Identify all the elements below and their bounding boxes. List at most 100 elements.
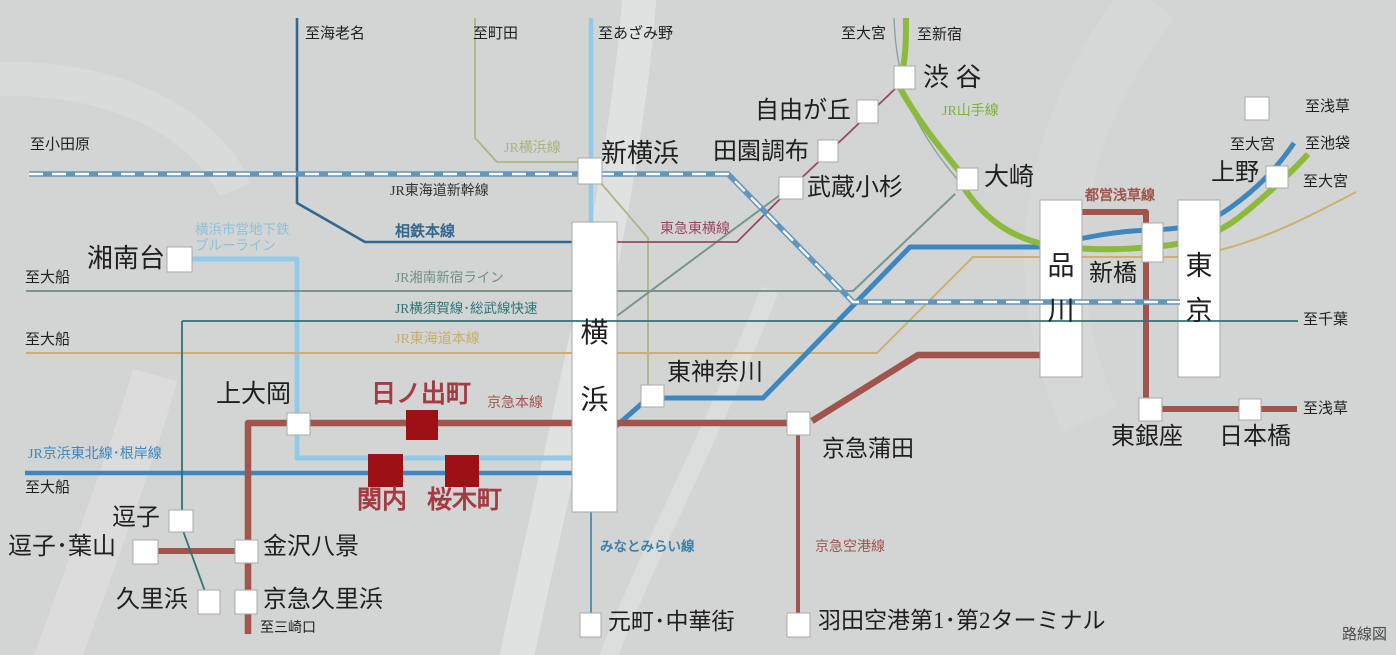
line-label-jr-yamanote: JR山手線 bbox=[942, 104, 999, 119]
station-box-osaki bbox=[956, 167, 979, 191]
line-label-blueline-row1: 横浜市営地下鉄 bbox=[195, 222, 290, 237]
station-box-yokohama bbox=[571, 221, 618, 513]
station-label-yokohama: 横浜 bbox=[580, 317, 609, 416]
station-label-higashiginza: 東銀座 bbox=[1111, 424, 1183, 450]
station-label-musashikosugi: 武蔵小杉 bbox=[807, 175, 903, 201]
line-label-jr-shonan-shinjuku: JR湘南新宿ライン bbox=[395, 270, 504, 285]
line-keikyu-main-center bbox=[244, 419, 789, 634]
line-shinkansen-east-dash bbox=[600, 172, 1180, 304]
terminal-label-omiya-ueno-right: 至大宮 bbox=[1303, 174, 1349, 190]
station-label-denenchofu: 田園調布 bbox=[713, 139, 809, 165]
line-label-blueline-row2: ブルーライン bbox=[195, 238, 276, 253]
station-label-zushi-hayama: 逗子･葉山 bbox=[8, 534, 116, 560]
station-box-kannai-highlight bbox=[368, 454, 403, 487]
line-tokyu-toyoko bbox=[614, 87, 897, 243]
station-box-zushi bbox=[168, 509, 194, 533]
terminal-label-chiba: 至千葉 bbox=[1303, 312, 1349, 328]
station-box-kamiooka bbox=[286, 412, 311, 436]
terminal-label-ofuna-negishi: 至大船 bbox=[25, 480, 71, 496]
station-box-kurihama bbox=[197, 589, 221, 615]
line-label-jr-tokaido-main: JR東海道本線 bbox=[395, 332, 480, 347]
station-label-keikyu-kurihama: 京急久里浜 bbox=[263, 587, 383, 613]
station-label-motomachi: 元町･中華街 bbox=[608, 609, 735, 634]
station-label-osaki: 大崎 bbox=[984, 164, 1035, 191]
line-label-minatomirai: みなとみらい線 bbox=[600, 539, 695, 554]
line-jr-yamanote-top bbox=[900, 17, 909, 69]
station-label-higashikanagawa: 東神奈川 bbox=[667, 360, 763, 386]
terminal-label-ebina: 至海老名 bbox=[305, 26, 366, 42]
line-jr-yokohama bbox=[474, 18, 649, 390]
map-credit: 路線図 bbox=[1342, 627, 1388, 643]
line-label-jr-yokohama: JR横浜線 bbox=[504, 141, 561, 156]
line-label-keikyu-main: 京急本線 bbox=[487, 396, 543, 411]
line-sotetsu-main bbox=[295, 18, 574, 244]
line-keikyu-main-east bbox=[810, 351, 1045, 424]
station-box-shinagawa bbox=[1039, 199, 1083, 378]
station-label-hinodecho: 日ノ出町 bbox=[371, 381, 472, 408]
station-label-shinyokohama: 新横浜 bbox=[601, 139, 680, 168]
station-box-keikyu-kurihama bbox=[234, 589, 258, 615]
line-label-toei-asakusa: 都営浅草線 bbox=[1085, 189, 1155, 204]
station-label-nihonbashi: 日本橋 bbox=[1219, 424, 1291, 450]
station-box-haneda bbox=[786, 612, 811, 638]
station-box-shonandai bbox=[166, 246, 193, 273]
station-label-kannai: 関内 bbox=[357, 487, 408, 514]
station-label-shonandai: 湘南台 bbox=[87, 244, 166, 273]
station-box-keikyu-kamata bbox=[786, 411, 811, 436]
station-label-shibuya: 渋 谷 bbox=[923, 63, 982, 92]
station-label-kurihama: 久里浜 bbox=[116, 587, 188, 613]
station-box-jiyugaoka bbox=[856, 99, 879, 124]
station-box-nihonbashi bbox=[1238, 398, 1262, 421]
streak bbox=[599, 286, 779, 655]
station-label-shinbashi: 新橋 bbox=[1089, 261, 1137, 287]
station-box-asakusa-terminal bbox=[1244, 96, 1270, 121]
line-subway-blueline-south bbox=[191, 256, 574, 461]
station-label-ueno: 上野 bbox=[1211, 160, 1259, 186]
station-label-shinagawa: 品川 bbox=[1047, 250, 1075, 326]
terminal-label-misakiguchi: 至三崎口 bbox=[260, 621, 316, 636]
station-label-kanazawa-hakkei: 金沢八景 bbox=[263, 534, 359, 560]
terminal-label-ofuna-shonan: 至大船 bbox=[25, 270, 71, 286]
terminal-label-ikebukuro: 至池袋 bbox=[1305, 136, 1351, 152]
station-box-hinodecho-highlight bbox=[406, 410, 438, 440]
station-label-kamiooka: 上大岡 bbox=[216, 381, 292, 408]
station-box-sakuragicho-highlight bbox=[445, 455, 479, 487]
station-box-denenchofu bbox=[817, 139, 839, 163]
line-label-sotetsu-main: 相鉄本線 bbox=[395, 224, 456, 240]
line-yokosuka-musashikosugi-branch bbox=[609, 191, 785, 322]
station-box-shinbashi bbox=[1141, 222, 1164, 263]
terminal-label-shinjuku: 至新宿 bbox=[917, 27, 963, 43]
station-box-higashikanagawa bbox=[640, 384, 665, 408]
line-jr-tokaido-main bbox=[26, 191, 1357, 354]
terminal-label-azamino: 至あざみ野 bbox=[598, 26, 674, 42]
station-box-zushi-hayama bbox=[132, 539, 159, 565]
station-box-musashikosugi bbox=[778, 176, 804, 200]
station-label-tokyo: 東京 bbox=[1185, 250, 1213, 326]
streak bbox=[34, 368, 178, 655]
terminal-label-asakusa-right: 至浅草 bbox=[1303, 401, 1349, 417]
station-box-shinyokohama bbox=[577, 157, 603, 185]
station-label-zushi: 逗子 bbox=[112, 505, 160, 531]
line-label-jr-yokosuka-sobu: JR横須賀線･総武線快速 bbox=[395, 301, 538, 316]
station-box-motomachi bbox=[579, 612, 602, 638]
terminal-label-omiya-top: 至大宮 bbox=[841, 26, 887, 42]
line-label-jr-tokaido-shinkansen: JR東海道新幹線 bbox=[390, 184, 489, 199]
line-label-tokyu-toyoko: 東急東横線 bbox=[660, 222, 730, 237]
terminal-label-odawara: 至小田原 bbox=[30, 137, 91, 153]
terminal-label-asakusa-top: 至浅草 bbox=[1305, 99, 1351, 115]
line-jr-shonan-shinjuku bbox=[26, 193, 956, 292]
streak bbox=[0, 61, 251, 198]
terminal-label-ofuna-tokaido: 至大船 bbox=[25, 332, 71, 348]
station-box-tokyo bbox=[1177, 199, 1221, 378]
line-toei-asakusa bbox=[1080, 209, 1297, 412]
station-label-sakuragicho: 桜木町 bbox=[427, 487, 503, 514]
terminal-label-omiya-ueno-left: 至大宮 bbox=[1230, 137, 1276, 153]
station-label-jiyugaoka: 自由が丘 bbox=[755, 98, 851, 124]
station-box-higashiginza bbox=[1138, 397, 1163, 422]
line-label-keikyu-airport: 京急空港線 bbox=[815, 540, 885, 555]
station-box-kanazawa-hakkei bbox=[234, 539, 259, 564]
station-label-keikyu-kamata: 京急蒲田 bbox=[822, 436, 914, 461]
station-box-ueno bbox=[1265, 165, 1289, 189]
